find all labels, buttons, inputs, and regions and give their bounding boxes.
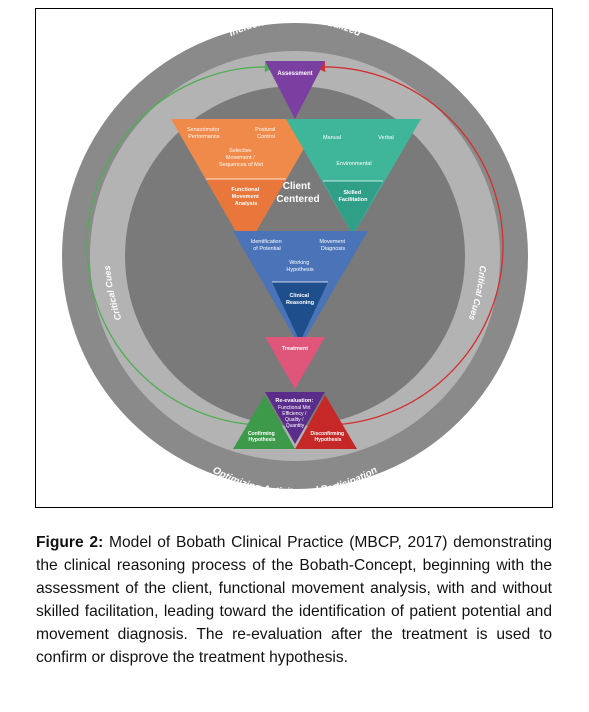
green-middle-label: Environmental <box>336 161 371 167</box>
confirming-label: Confirming Hypothesis <box>248 431 276 443</box>
reevaluation-triangle <box>265 392 325 444</box>
disconfirming-triangle <box>295 395 357 449</box>
treatment-triangle <box>265 337 325 389</box>
blue-bottom-label: Clinical Reasoning <box>286 293 314 306</box>
green-top-right-label: Verbal <box>378 135 394 141</box>
red-cycle-arrow <box>314 61 504 426</box>
blue-triangle-group <box>233 231 368 347</box>
caption-label: Figure 2: <box>36 534 104 551</box>
client-centered-label: Client Centered <box>276 181 319 205</box>
blue-middle-label: Working Hypothesis <box>286 260 313 273</box>
orange-middle-label: Selective Movement / Sequences of Mvt <box>219 148 263 168</box>
orange-top-left-label: Sensorimotor Performance <box>187 127 221 140</box>
bobath-model-diagram: Inclusive and Individualized Optimizing … <box>62 14 528 498</box>
assessment-triangle <box>265 61 325 119</box>
green-bottom-label: Skilled Facilitation <box>338 190 368 203</box>
figure-caption: Figure 2: Model of Bobath Clinical Pract… <box>36 531 552 669</box>
disconfirming-label: Disconfirming Hypothesis <box>310 431 345 443</box>
reevaluation-label: Re-evaluation: Functional Mvt Efficiency… <box>275 398 314 429</box>
caption-text: Model of Bobath Clinical Practice (MBCP,… <box>36 534 552 666</box>
figure-frame: Inclusive and Individualized Optimizing … <box>35 8 553 508</box>
green-triangle-group <box>286 119 421 235</box>
assessment-label: Assessment <box>277 71 312 77</box>
blue-top-left-label: Identification of Potential <box>251 239 283 252</box>
confirming-triangle <box>233 395 295 449</box>
orange-triangle-group <box>171 119 321 249</box>
green-top-left-label: Manual <box>323 135 341 141</box>
orange-top-right-label: Postural Control <box>255 127 277 140</box>
orange-bottom-label: Functional Movement Analysis <box>231 187 260 207</box>
blue-top-right-label: Movement Diagnosis <box>319 239 346 252</box>
treatment-label: Treatment <box>282 346 308 352</box>
green-cycle-arrow <box>86 61 276 426</box>
